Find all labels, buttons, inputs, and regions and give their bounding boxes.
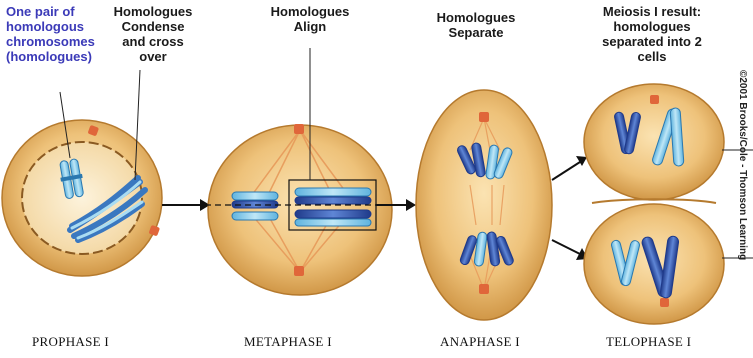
centrosome bbox=[650, 95, 659, 104]
metaphase-cell bbox=[205, 48, 392, 295]
label-homologous-pair: One pair of homologous chromosomes (homo… bbox=[6, 4, 116, 64]
label-meiosis-result: Meiosis I result: homologues separated i… bbox=[582, 4, 722, 64]
centrosome bbox=[294, 124, 304, 134]
centrosome bbox=[479, 112, 489, 122]
anaphase-cell bbox=[416, 90, 552, 320]
phase-label-prophase: PROPHASE I bbox=[32, 334, 109, 350]
phase-label-anaphase: ANAPHASE I bbox=[440, 334, 520, 350]
arrow-anaphase-telophase-upper bbox=[552, 156, 587, 180]
centrosome bbox=[479, 284, 489, 294]
centrosome bbox=[660, 298, 669, 307]
label-homologues-align: Homologues Align bbox=[262, 4, 358, 34]
label-homologues-separate: Homologues Separate bbox=[428, 10, 524, 40]
phase-label-metaphase: METAPHASE I bbox=[244, 334, 332, 350]
arrow-prophase-metaphase bbox=[162, 199, 210, 211]
telophase-cells bbox=[584, 84, 753, 324]
arrow-anaphase-telophase-lower bbox=[552, 240, 588, 260]
metaphase-homologue-left bbox=[232, 192, 278, 220]
copyright-notice: ©2001 Brooks/Cole - Thomson Learning bbox=[737, 70, 748, 260]
label-condense-cross-over: Homologues Condense and cross over bbox=[108, 4, 198, 64]
phase-label-telophase: TELOPHASE I bbox=[606, 334, 691, 350]
prophase-cell bbox=[2, 70, 162, 276]
centrosome bbox=[294, 266, 304, 276]
